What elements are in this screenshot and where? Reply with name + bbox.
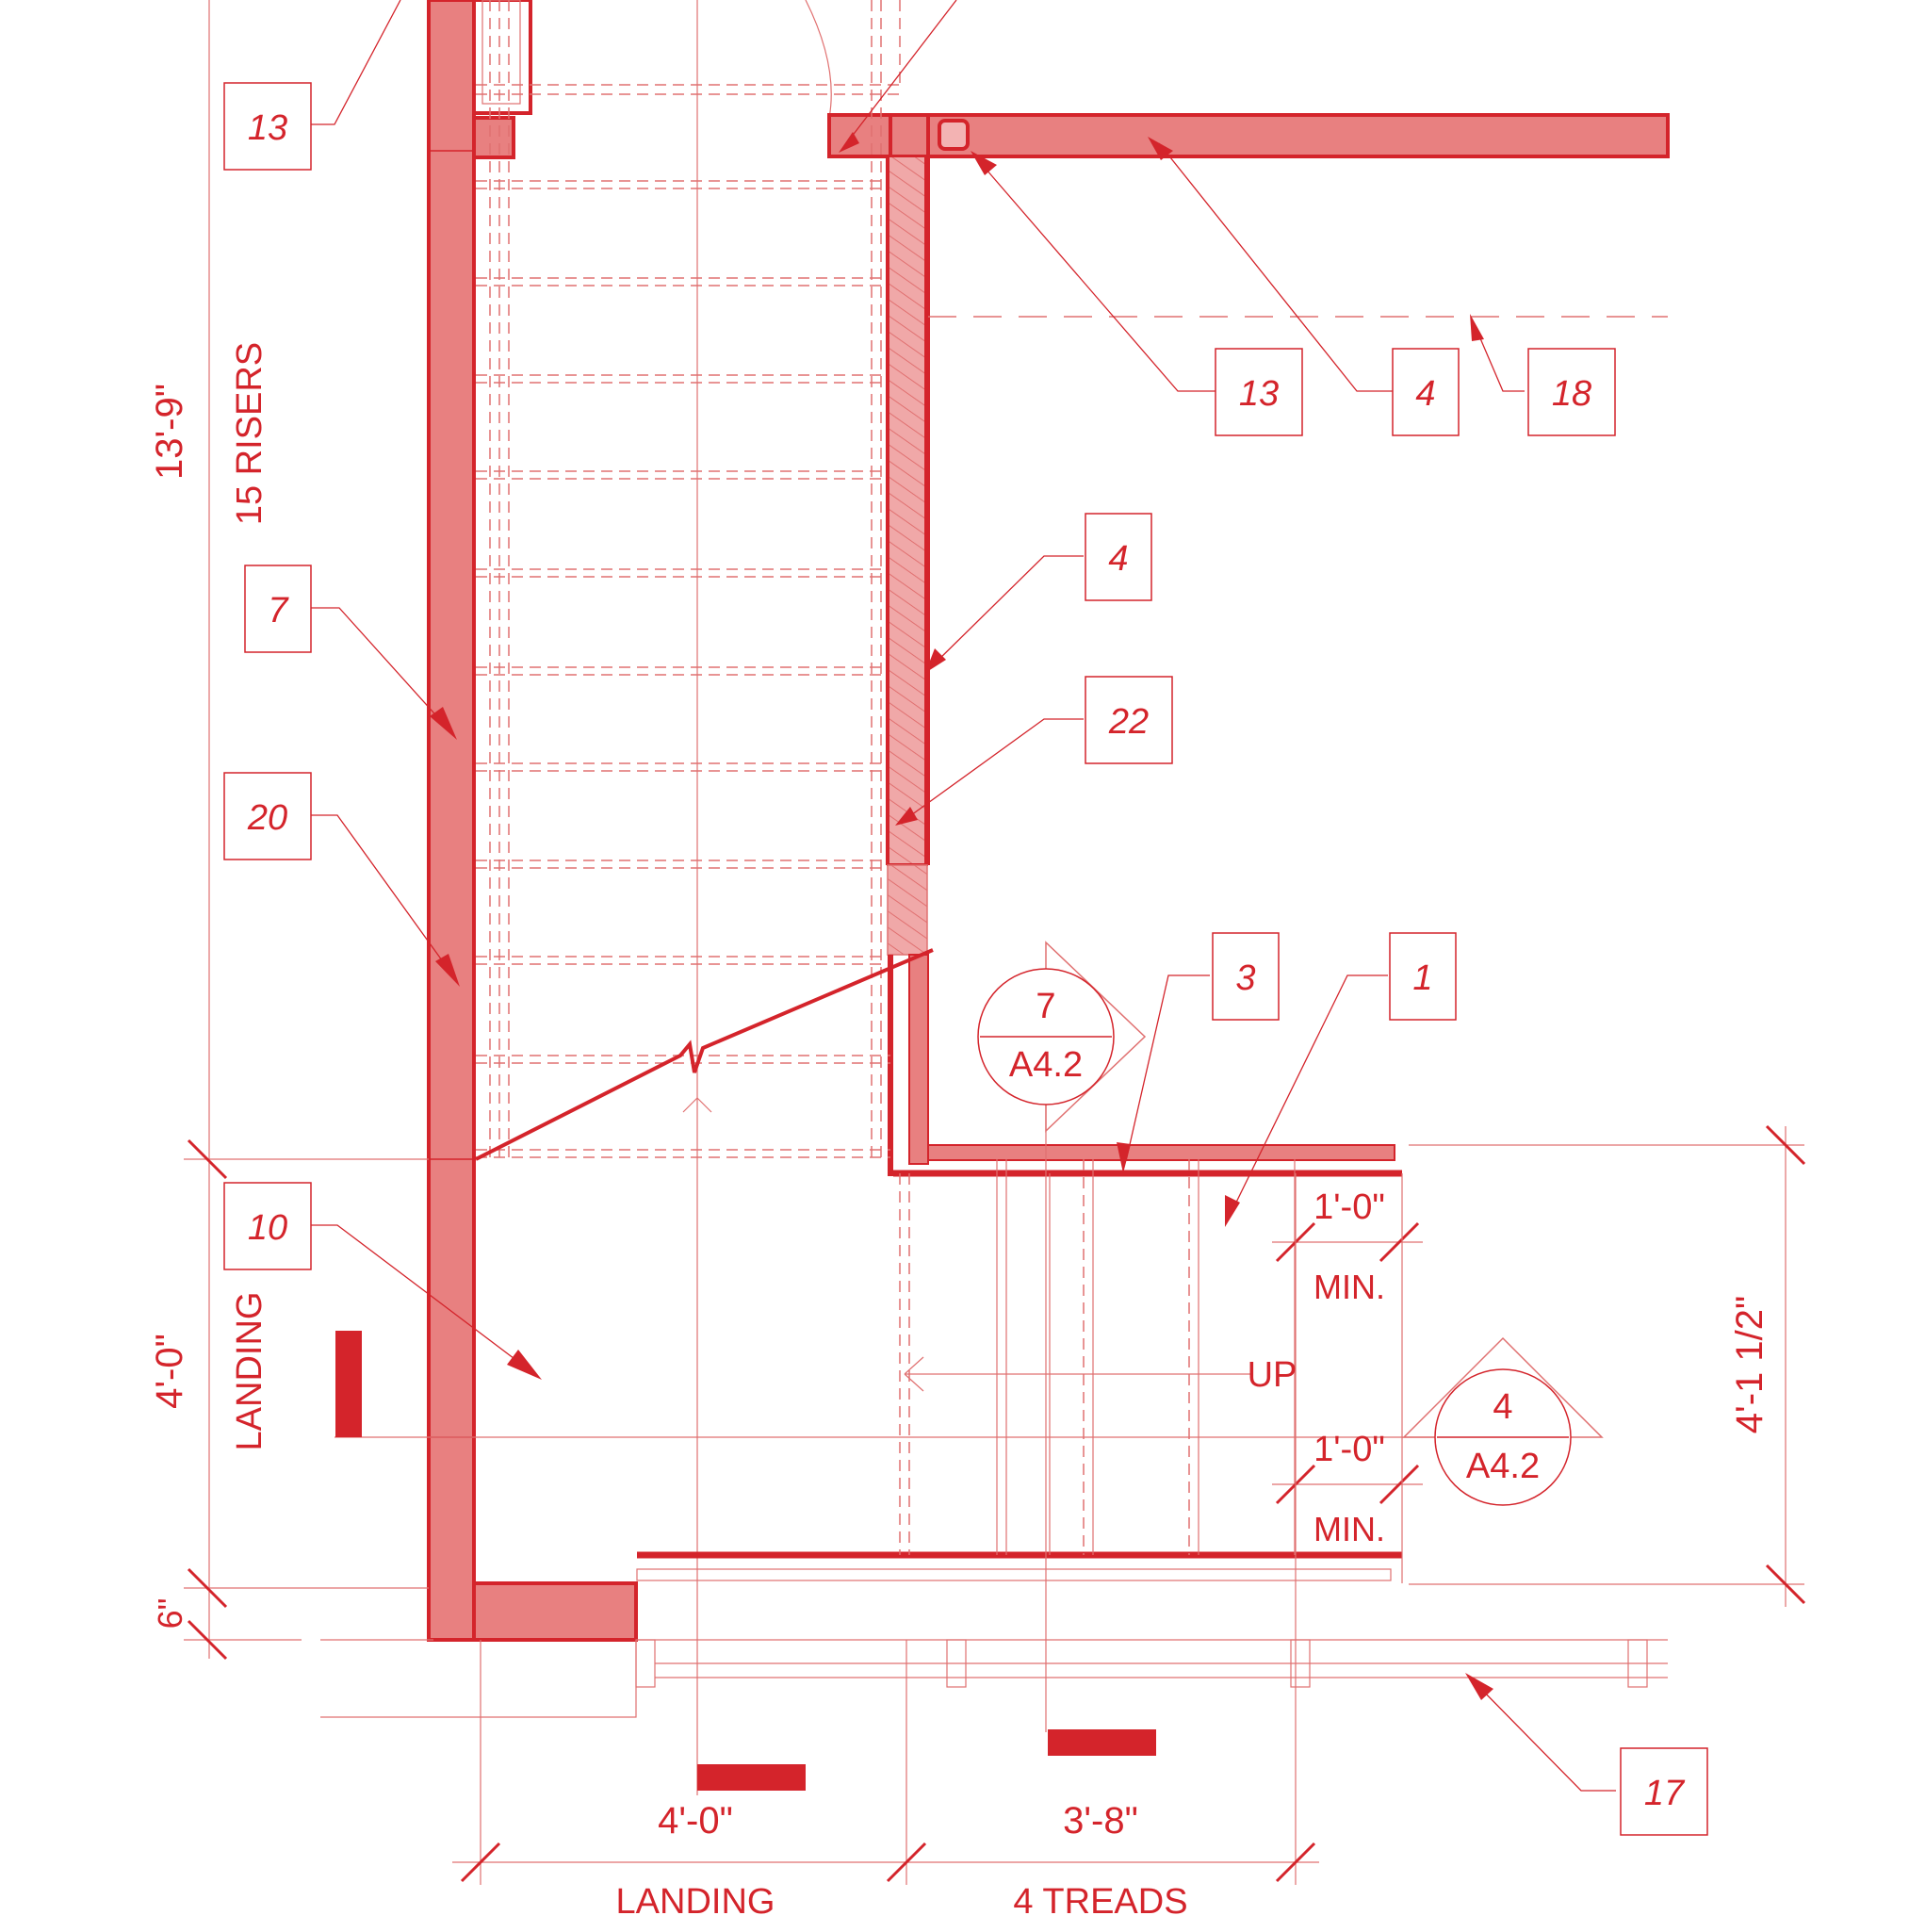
callout-tag-10: 10 (223, 1182, 312, 1270)
top-left-jamb (472, 0, 532, 159)
section-marker-4: 4 A4.2 (1402, 1336, 1604, 1506)
callout-tag-22: 22 (1085, 676, 1173, 764)
upper-wall (827, 113, 1670, 158)
dim-treads-label: 4 TREADS (1013, 1882, 1187, 1922)
guard-rail (320, 1639, 1668, 1718)
landing-return-wall (888, 954, 1402, 1176)
cut-marker-bottom-2 (1048, 1729, 1156, 1756)
dim-min-1: MIN. (1313, 1268, 1385, 1306)
dim-landing-width-label: LANDING (616, 1882, 775, 1922)
svg-text:4: 4 (1415, 374, 1435, 414)
svg-text:1: 1 (1412, 958, 1432, 998)
up-label: UP (1248, 1355, 1297, 1395)
lower-stair-run (636, 1159, 1402, 1581)
dim-landing-depth: 4'-0" (149, 1334, 190, 1409)
dim-step: 6" (151, 1598, 189, 1629)
svg-text:7: 7 (268, 591, 289, 630)
door-swing (805, 0, 832, 119)
callout-tag-1: 1 (1389, 932, 1457, 1021)
column-post (938, 119, 970, 151)
svg-text:13: 13 (1239, 374, 1279, 414)
dim-treads-width: 3'-8" (1063, 1800, 1138, 1842)
callout-tag-20: 20 (223, 772, 312, 860)
svg-text:17: 17 (1644, 1774, 1686, 1813)
cut-marker-bottom-1 (697, 1764, 806, 1791)
section-4-number: 4 (1493, 1387, 1512, 1427)
cut-marker-left (335, 1331, 362, 1437)
callout-tag-3: 3 (1212, 932, 1280, 1021)
section-marker-7: 7 A4.2 (977, 941, 1147, 1133)
dim-clear-2: 1'-0" (1313, 1430, 1385, 1469)
section-4-sheet: A4.2 (1466, 1447, 1540, 1486)
dim-risers: 15 RISERS (230, 342, 269, 525)
callout-tag-13-top-left: 13 (223, 82, 312, 171)
left-wall (427, 0, 638, 1642)
svg-text:18: 18 (1552, 374, 1591, 414)
section-7-sheet: A4.2 (1009, 1045, 1083, 1085)
break-line (475, 948, 934, 1161)
svg-text:10: 10 (248, 1208, 287, 1248)
dim-landing-label: LANDING (230, 1292, 269, 1451)
callout-tag-17: 17 (1620, 1747, 1708, 1836)
leader-lines (311, 0, 1616, 1792)
stair-treads (476, 0, 905, 1159)
callout-tag-4-top: 4 (1392, 348, 1460, 436)
callout-tag-4: 4 (1085, 513, 1152, 601)
dim-overall-run: 13'-9" (149, 384, 190, 480)
svg-text:22: 22 (1108, 702, 1149, 742)
section-7-number: 7 (1036, 987, 1055, 1026)
svg-text:4: 4 (1108, 539, 1128, 579)
callout-tag-13: 13 (1215, 348, 1303, 436)
stair-side-wall (886, 156, 930, 956)
svg-text:13: 13 (248, 108, 287, 148)
callout-tag-7: 7 (244, 565, 312, 653)
callout-tag-18: 18 (1527, 348, 1616, 436)
dim-stair-width: 4'-1 1/2" (1729, 1296, 1770, 1433)
dim-min-2: MIN. (1313, 1510, 1385, 1548)
svg-text:20: 20 (247, 798, 287, 838)
dim-landing-width: 4'-0" (658, 1800, 733, 1842)
dimension-lines (184, 0, 1806, 1885)
dim-clear-1: 1'-0" (1313, 1187, 1385, 1227)
svg-text:3: 3 (1235, 958, 1255, 998)
